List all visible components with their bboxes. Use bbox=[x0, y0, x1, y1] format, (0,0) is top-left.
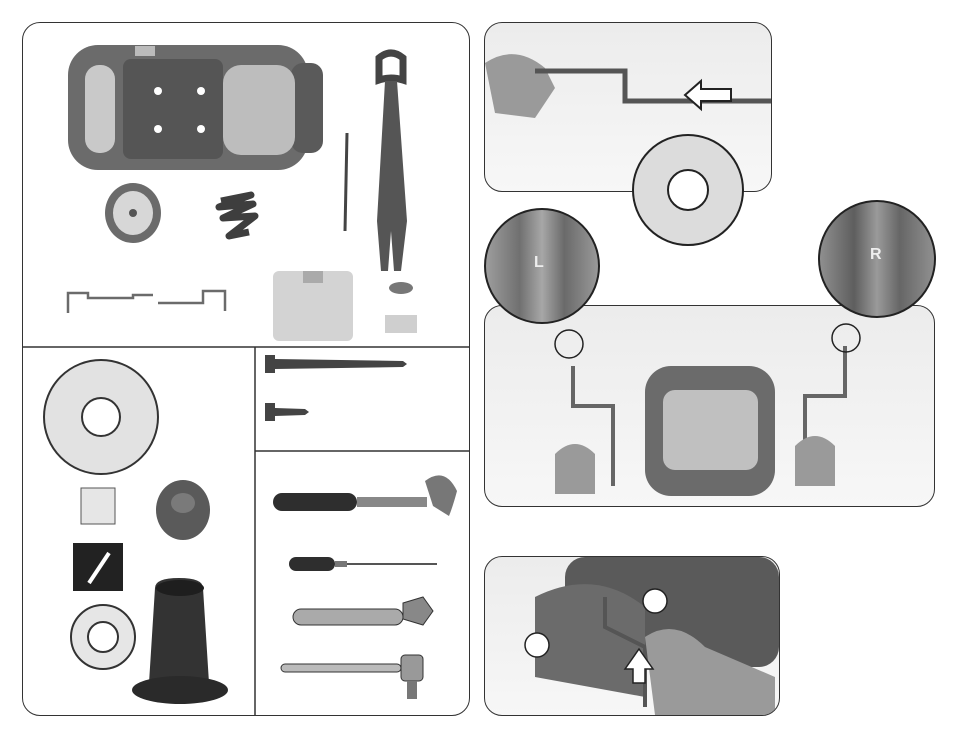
right-marker-label: R bbox=[870, 246, 882, 264]
step-photo-cart-assembly bbox=[484, 556, 780, 716]
long-screw-image bbox=[265, 355, 407, 373]
cap-image bbox=[156, 480, 210, 540]
wheel-image bbox=[105, 183, 161, 243]
axle-rods-illustration bbox=[485, 306, 934, 506]
ring-image bbox=[71, 605, 135, 669]
left-focus-ring bbox=[555, 330, 583, 358]
left-marker-label: L bbox=[534, 254, 544, 272]
rod-image bbox=[535, 71, 771, 101]
small-parts-image bbox=[385, 282, 417, 333]
handle-image bbox=[377, 53, 407, 271]
right-rod-callout: R bbox=[818, 200, 936, 318]
strap-image bbox=[219, 195, 255, 236]
hand-image bbox=[485, 54, 555, 118]
washer-marker bbox=[643, 589, 667, 613]
tall-sleeve-image bbox=[132, 578, 228, 704]
spacer-image bbox=[81, 488, 115, 524]
left-rod-callout: L bbox=[484, 208, 600, 324]
parts-illustration bbox=[23, 23, 469, 715]
cart-insert bbox=[663, 390, 758, 470]
washer-callout bbox=[628, 132, 748, 248]
adjustable-wrench-icon bbox=[293, 597, 433, 625]
hammer-icon bbox=[273, 475, 457, 516]
parts-panel bbox=[22, 22, 470, 716]
arrow-icon bbox=[685, 81, 731, 109]
step-photo-axle-rods bbox=[484, 305, 935, 507]
cart-body-image bbox=[68, 45, 323, 170]
right-hand-image bbox=[795, 436, 835, 486]
washer-image bbox=[44, 360, 158, 474]
screwdriver-icon bbox=[289, 557, 437, 571]
ratchet-icon bbox=[281, 655, 423, 699]
axle-rods-image bbox=[68, 291, 225, 313]
short-screw-image bbox=[265, 403, 309, 421]
washer-marker-2 bbox=[525, 633, 549, 657]
cart-assembly-illustration bbox=[485, 557, 779, 715]
left-hand-image bbox=[555, 444, 595, 494]
cargo-lid-image bbox=[273, 271, 353, 341]
axle-pin-image bbox=[345, 133, 347, 231]
